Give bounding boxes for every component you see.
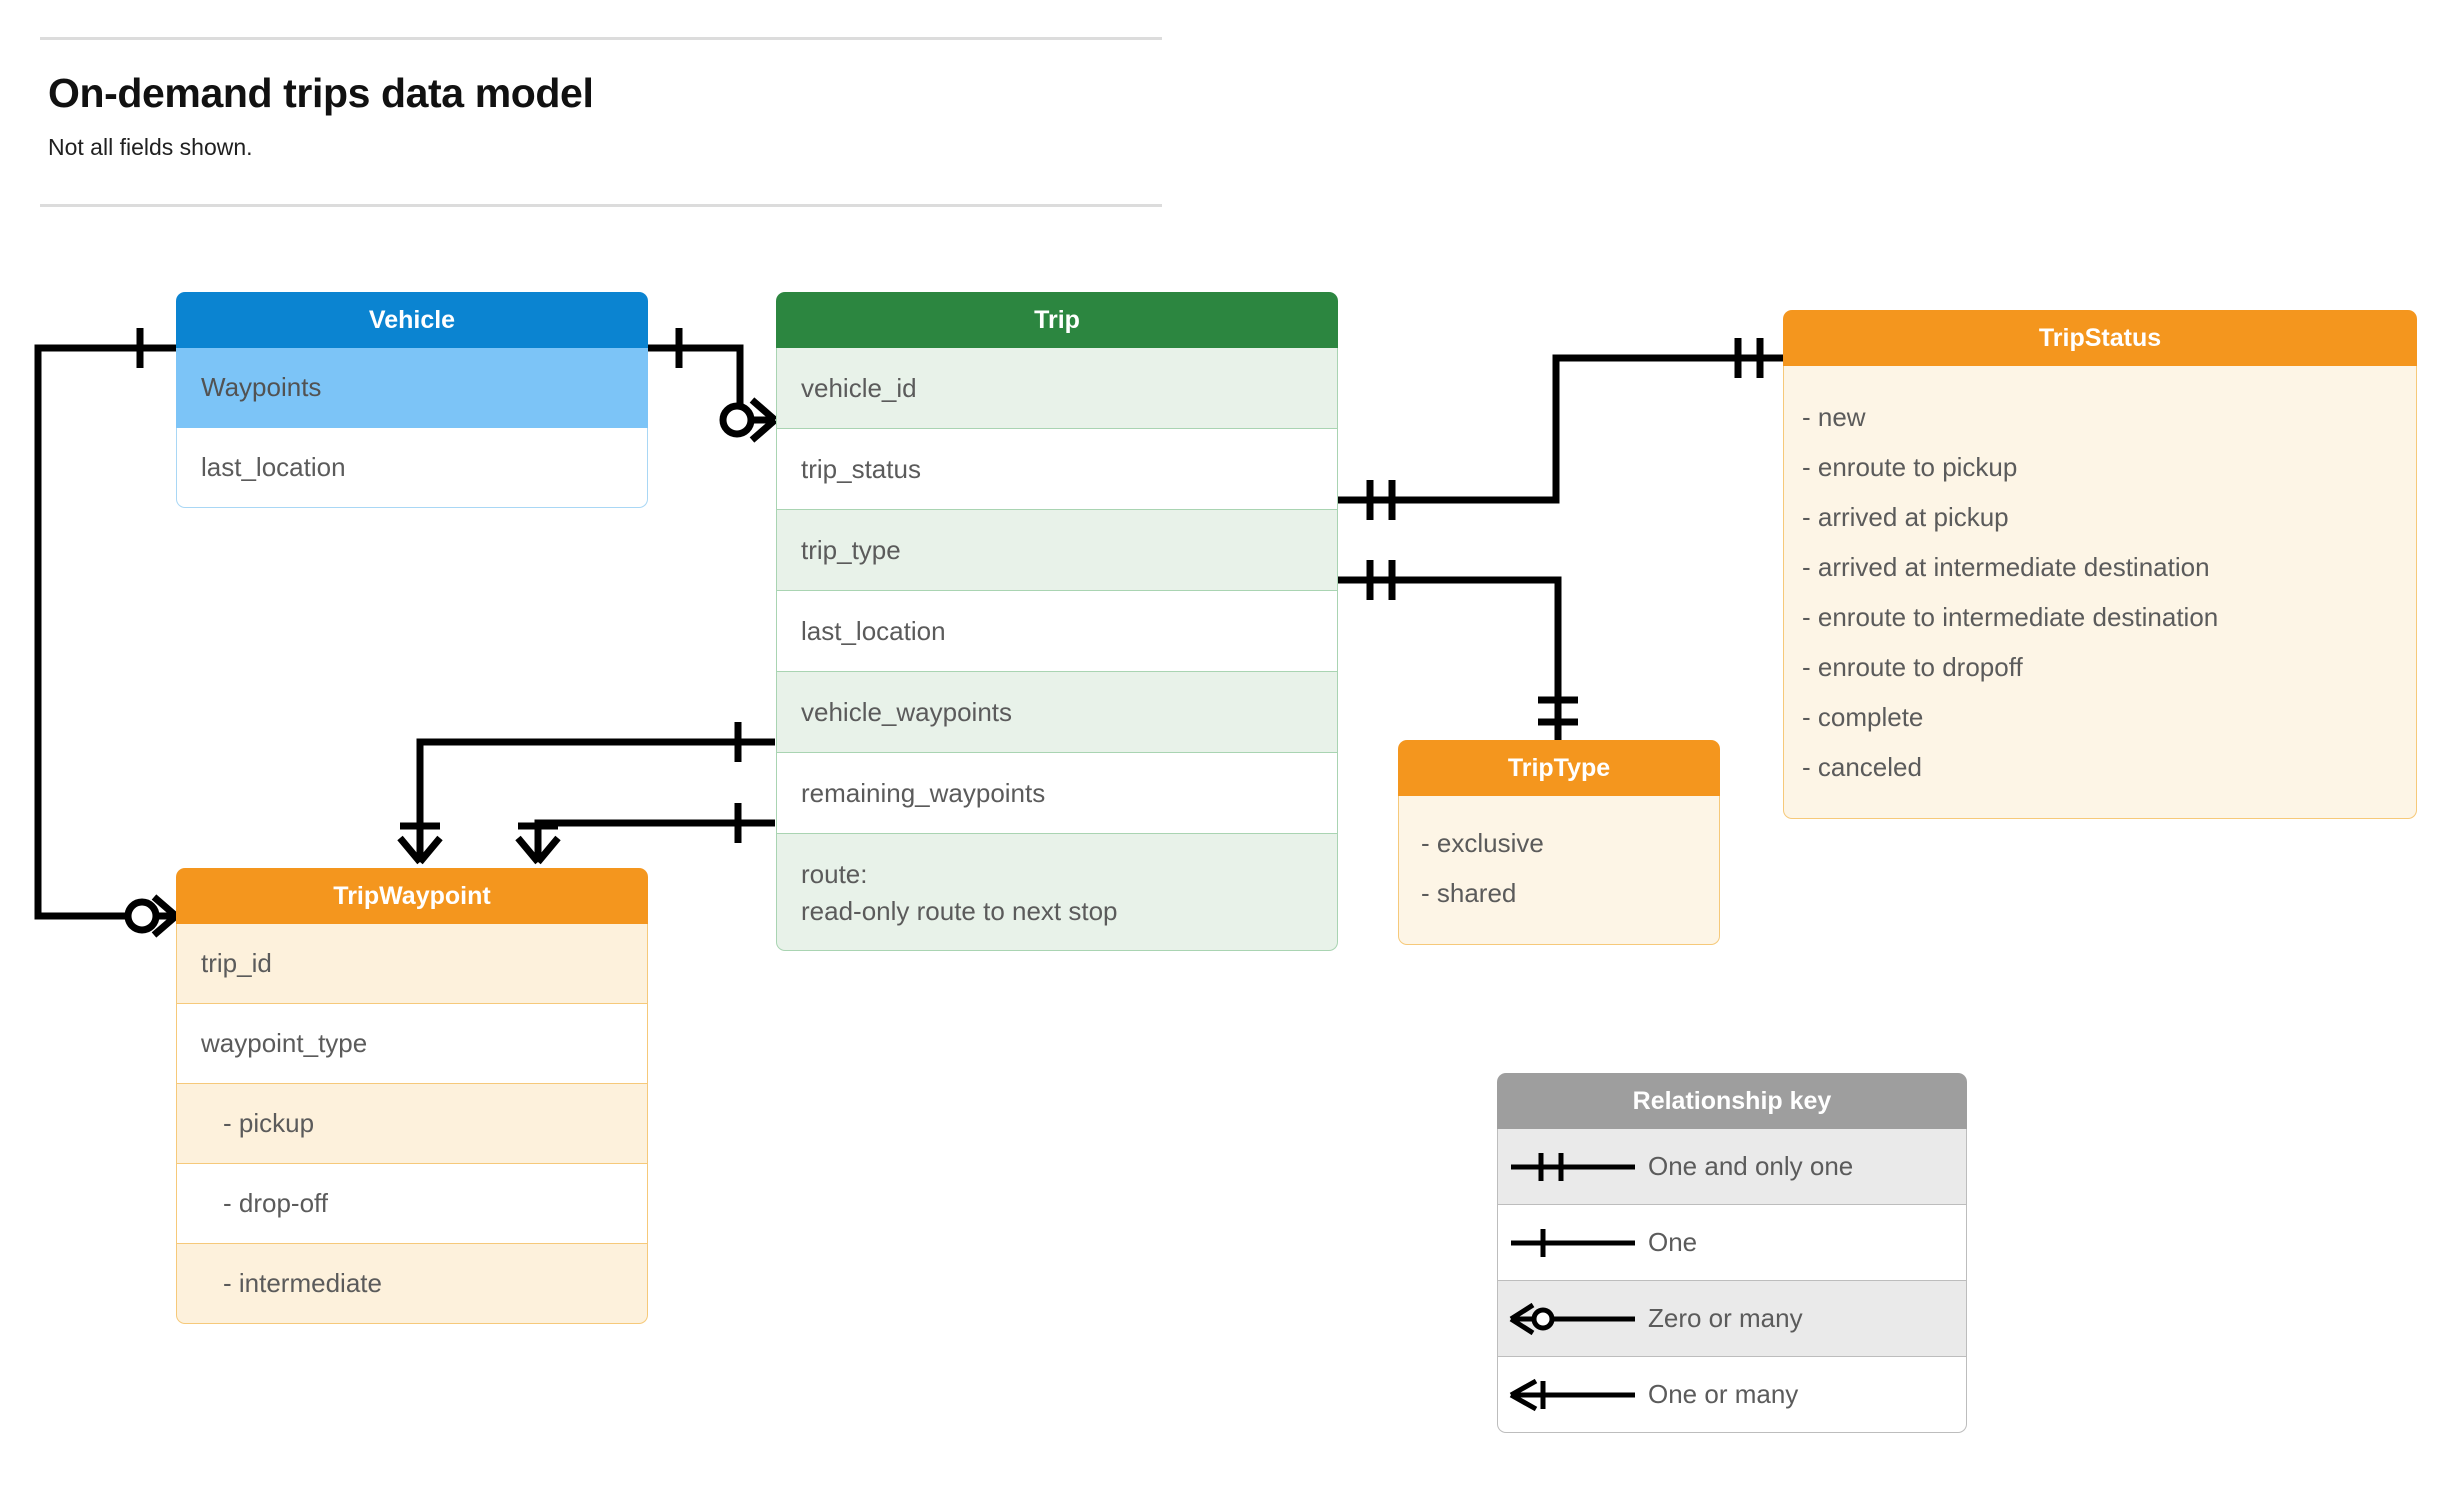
entity-tripstatus[interactable]: TripStatus - new - enroute to pickup - a… [1783, 310, 2417, 819]
field-trip-route[interactable]: route: read-only route to next stop [776, 834, 1338, 951]
legend-label: One or many [1648, 1379, 1799, 1409]
tripstatus-value: - enroute to dropoff [1802, 652, 2023, 682]
tripstatus-value: - arrived at intermediate destination [1802, 552, 2210, 582]
header-divider-bottom [40, 204, 1162, 207]
waypoint-type-value-dropoff: - drop-off [176, 1164, 648, 1244]
entity-trip-title: Trip [776, 292, 1338, 348]
field-trip-vehicle-waypoints[interactable]: vehicle_waypoints [776, 672, 1338, 753]
tripstatus-value: - complete [1802, 702, 1924, 732]
triptype-value: - exclusive [1421, 828, 1544, 858]
triptype-value: - shared [1421, 878, 1517, 908]
tripstatus-value: - canceled [1802, 752, 1922, 782]
tripstatus-value: - arrived at pickup [1802, 502, 2009, 532]
entity-tripwaypoint-title: TripWaypoint [176, 868, 648, 924]
wire-trip-to-tripstatus [1338, 354, 1783, 504]
entity-trip[interactable]: Trip vehicle_id trip_status trip_type la… [776, 292, 1338, 951]
entity-triptype-values: - exclusive - shared [1398, 796, 1720, 945]
entity-tripstatus-values: - new - enroute to pickup - arrived at p… [1783, 366, 2417, 819]
legend-row-one: One [1497, 1205, 1967, 1281]
tripstatus-value: - enroute to pickup [1802, 452, 2018, 482]
entity-tripwaypoint[interactable]: TripWaypoint trip_id waypoint_type - pic… [176, 868, 648, 1324]
field-trip-route-label: route: [801, 859, 868, 889]
legend-row-one-or-many: One or many [1497, 1357, 1967, 1433]
wire-remainingwaypoints-to-tripwaypoint [534, 819, 775, 862]
relationship-key-legend: Relationship key One and only one One [1497, 1073, 1967, 1433]
entity-vehicle[interactable]: Vehicle Waypoints last_location [176, 292, 648, 508]
wire-vehiclewaypoints-to-tripwaypoint [416, 738, 775, 862]
page-title: On-demand trips data model [48, 70, 594, 116]
page-subtitle: Not all fields shown. [48, 134, 253, 160]
field-trip-last-location[interactable]: last_location [776, 591, 1338, 672]
field-trip-vehicle-id[interactable]: vehicle_id [776, 348, 1338, 429]
waypoint-type-value-intermediate: - intermediate [176, 1244, 648, 1324]
waypoint-type-value-pickup: - pickup [176, 1084, 648, 1164]
tripstatus-value: - enroute to intermediate destination [1802, 602, 2219, 632]
one-icon [1498, 1221, 1648, 1265]
field-trip-route-description: read-only route to next stop [801, 895, 1118, 926]
field-trip-trip-type[interactable]: trip_type [776, 510, 1338, 591]
field-tripwaypoint-trip-id[interactable]: trip_id [176, 924, 648, 1004]
field-trip-trip-status[interactable]: trip_status [776, 429, 1338, 510]
zero-or-many-icon [1498, 1297, 1648, 1341]
wire-vehicle-to-tripwaypoint [34, 344, 176, 920]
wire-trip-to-triptype [1338, 576, 1562, 740]
legend-title: Relationship key [1497, 1073, 1967, 1129]
tripstatus-value: - new [1802, 402, 1866, 432]
legend-label: One [1648, 1227, 1698, 1257]
field-tripwaypoint-waypoint-type[interactable]: waypoint_type [176, 1004, 648, 1084]
one-and-only-one-icon [1498, 1145, 1648, 1189]
field-trip-remaining-waypoints[interactable]: remaining_waypoints [776, 753, 1338, 834]
wire-vehicle-to-trip [648, 344, 775, 424]
entity-tripstatus-title: TripStatus [1783, 310, 2417, 366]
legend-row-zero-or-many: Zero or many [1497, 1281, 1967, 1357]
entity-triptype-title: TripType [1398, 740, 1720, 796]
field-vehicle-waypoints[interactable]: Waypoints [176, 348, 648, 428]
one-or-many-icon [1498, 1373, 1648, 1417]
legend-label: Zero or many [1648, 1303, 1803, 1333]
entity-vehicle-title: Vehicle [176, 292, 648, 348]
legend-row-one-and-only-one: One and only one [1497, 1129, 1967, 1205]
field-vehicle-last-location[interactable]: last_location [176, 428, 648, 508]
header-divider-top [40, 37, 1162, 40]
legend-label: One and only one [1648, 1151, 1854, 1181]
entity-triptype[interactable]: TripType - exclusive - shared [1398, 740, 1720, 945]
